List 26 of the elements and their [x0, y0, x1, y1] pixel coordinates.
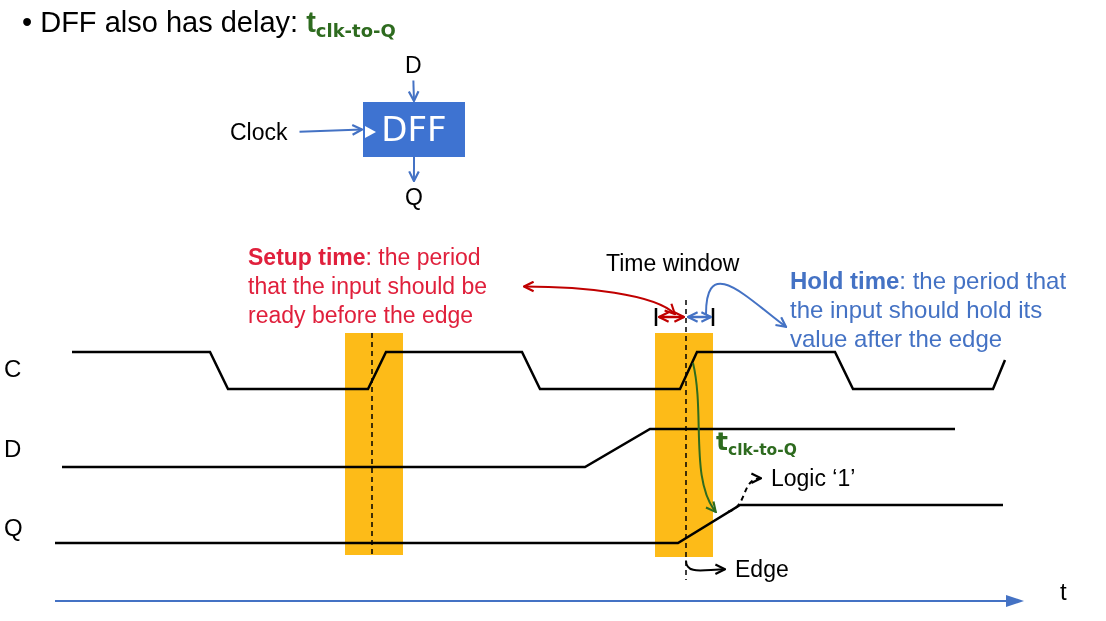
setup-time-note: Setup time: the period that the input should be ready before the edge [248, 243, 520, 330]
flip-flop-box: DFF [363, 102, 465, 157]
arrow [685, 559, 727, 576]
arrow [407, 79, 420, 103]
arrow [705, 283, 788, 328]
signal-name: D [4, 435, 22, 463]
input-label: D [405, 52, 422, 79]
axis-label: t [1060, 578, 1067, 606]
arrow [298, 124, 364, 136]
title-text: • DFF also has delay: t$_{clk-to-Q}$ [22, 6, 396, 43]
clock-label: Clock [230, 119, 288, 146]
clock-edge-line [685, 299, 687, 581]
arrow [522, 280, 676, 316]
hold-time-note: Hold time: the period that the input should hold its value after the edge [790, 266, 1090, 353]
edge-label: Edge [735, 556, 789, 583]
arrow [692, 362, 717, 514]
bracket-label: Time window [606, 250, 740, 276]
output-waveform [55, 503, 1003, 545]
output-label: Q [405, 184, 423, 211]
arrow [727, 473, 763, 513]
logic-level-label: Logic ‘1’ [771, 465, 856, 492]
signal-name: Q [4, 514, 23, 542]
clock-waveform [72, 350, 1007, 391]
signal-name: C [4, 355, 22, 383]
arrow [408, 156, 420, 183]
edge-label: t$_{clk-to-Q}$ [716, 428, 797, 460]
